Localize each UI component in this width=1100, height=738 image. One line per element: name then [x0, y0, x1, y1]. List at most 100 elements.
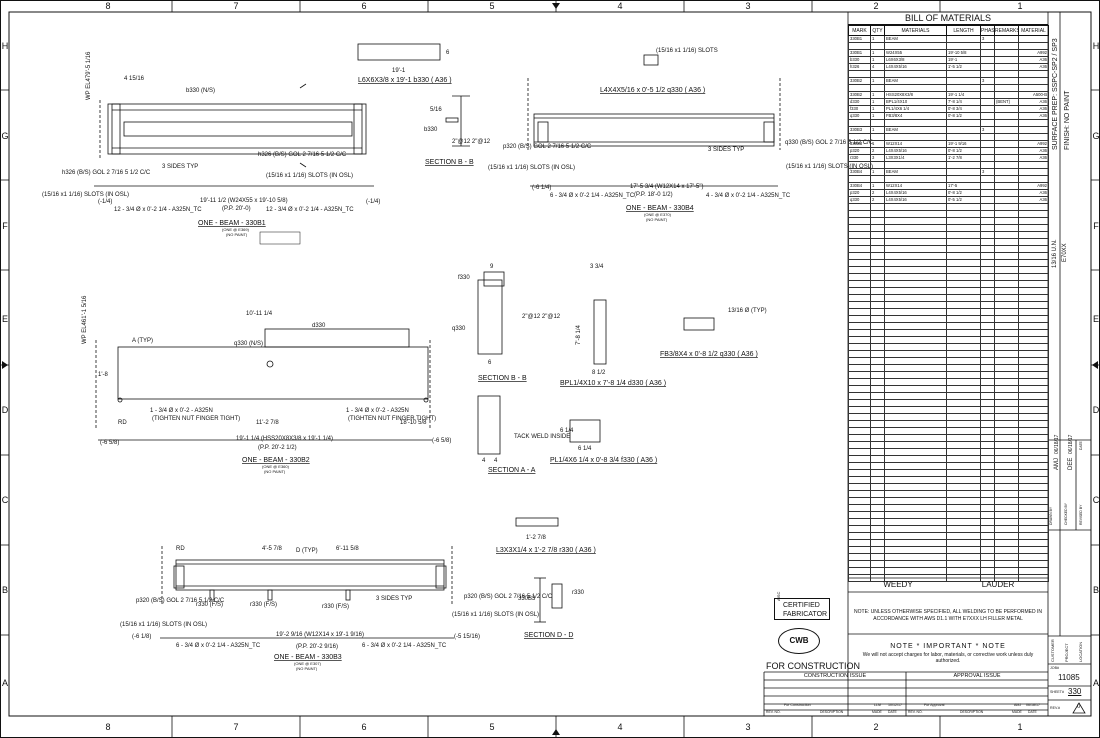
section-bb2-weld: 2"@12 2"@12	[522, 314, 561, 320]
bom-cell	[848, 322, 871, 330]
beam-330b3-dim-a: 4'-5 7/8	[262, 546, 282, 552]
bom-cell	[994, 238, 1019, 246]
bom-cell	[884, 259, 947, 267]
bom-row	[848, 420, 1049, 428]
rev-number-badge: 0	[1072, 701, 1086, 714]
bom-cell	[994, 399, 1019, 407]
bom-cell: L4X4X5/16	[884, 196, 947, 204]
bom-cell: A36	[1018, 147, 1049, 155]
bom-cell	[994, 525, 1019, 533]
bom-cell	[1018, 476, 1049, 484]
bom-cell	[946, 532, 981, 540]
bom-cell	[1018, 252, 1049, 260]
bom-row	[848, 490, 1049, 498]
beam-330b4-dim-l: (-6 1/4)	[532, 185, 551, 191]
bom-cell: r330	[848, 154, 871, 162]
bom-cell	[994, 504, 1019, 512]
bom-cell: 1	[870, 49, 885, 57]
bom-cell	[884, 329, 947, 337]
bom-cell	[980, 483, 995, 491]
bom-cell	[848, 245, 871, 253]
bom-cell: A36	[1018, 154, 1049, 162]
bom-row	[848, 434, 1049, 442]
bom-cell	[1018, 315, 1049, 323]
bom-cell	[870, 70, 885, 78]
bom-cell	[848, 504, 871, 512]
bom-cell	[980, 182, 995, 190]
bom-cell	[980, 252, 995, 260]
bom-cell	[870, 175, 885, 183]
beam-330b2-part-d: d330	[312, 323, 326, 329]
bom-cell: PL1/4X6 1/4	[884, 105, 947, 113]
bom-cell	[980, 462, 995, 470]
revision-row: For Construction LLM 10/12/17 For Approv…	[764, 703, 1048, 711]
bom-cell: 330B4	[848, 182, 871, 190]
bom-cell	[946, 308, 981, 316]
bom-cell	[980, 511, 995, 519]
bom-cell	[980, 560, 995, 568]
bom-cell	[994, 364, 1019, 372]
bom-cell	[994, 336, 1019, 344]
bom-cell	[1018, 532, 1049, 540]
bom-cell	[980, 266, 995, 274]
bom-cell	[980, 147, 995, 155]
bom-cell	[946, 336, 981, 344]
bom-cell	[1018, 301, 1049, 309]
rev-number: 0	[1077, 704, 1081, 710]
bom-cell	[994, 147, 1019, 155]
bom-cell	[1018, 539, 1049, 547]
bom-cell: 1'-5 1/2	[946, 63, 981, 71]
bom-cell: 1'-2 7/8	[946, 154, 981, 162]
beam-330b3-dim-r: (-5 15/16)	[454, 634, 480, 640]
bom-cell	[848, 518, 871, 526]
bom-cell	[870, 483, 885, 491]
bom-cell	[870, 378, 885, 386]
plate-f330-w: 6 1/4	[578, 446, 592, 452]
bom-cell	[870, 217, 885, 225]
bom-table: MARKQTYMATERIALSLENGTHPHASEREMARKSMATERI…	[848, 25, 1049, 582]
beam-330b3-length: 19'-2 9/16 (W12X14 x 19'-1 9/16)	[276, 632, 364, 638]
bom-cell: L4X4X5/16	[884, 189, 947, 197]
section-aa-tack: TACK WELD INSIDE	[514, 434, 570, 440]
bom-cell	[884, 525, 947, 533]
bom-cell	[884, 532, 947, 540]
bom-row	[848, 532, 1049, 540]
bom-cell	[870, 553, 885, 561]
beam-330b4-pp: (P.P. 18'-0 1/2)	[634, 192, 673, 198]
bom-header-cell: PHASE	[980, 25, 995, 36]
bom-cell	[946, 224, 981, 232]
section-bb2-dim2: 6	[488, 360, 492, 366]
plate-d330-shape	[593, 299, 607, 365]
bom-row	[848, 259, 1049, 267]
bom-cell: 1	[870, 140, 885, 148]
bom-cell	[980, 119, 995, 127]
bom-cell	[946, 385, 981, 393]
bom-cell	[946, 413, 981, 421]
bom-cell	[884, 119, 947, 127]
beam-330b3-bolts-left: 6 - 3/4 Ø x 0'-2 1/4 - A325N_TC	[176, 643, 261, 649]
bom-cell	[980, 287, 995, 295]
bom-cell	[994, 112, 1019, 120]
bom-cell	[870, 343, 885, 351]
bom-row	[848, 427, 1049, 435]
bom-cell	[980, 497, 995, 505]
bom-cell	[870, 504, 885, 512]
bom-cell	[946, 469, 981, 477]
bom-cell	[980, 105, 995, 113]
bom-row	[848, 287, 1049, 295]
bom-cell	[870, 287, 885, 295]
bom-row	[848, 119, 1049, 127]
angle-r330-len: 1'-2 7/8	[526, 535, 546, 541]
bom-row	[848, 280, 1049, 288]
section-aa-dim-a: 4	[482, 458, 486, 464]
bom-cell	[848, 497, 871, 505]
bom-row	[848, 294, 1049, 302]
beam-330b2-view	[95, 328, 432, 441]
bom-cell: W12X14	[884, 140, 947, 148]
bom-cell: 3	[870, 154, 885, 162]
